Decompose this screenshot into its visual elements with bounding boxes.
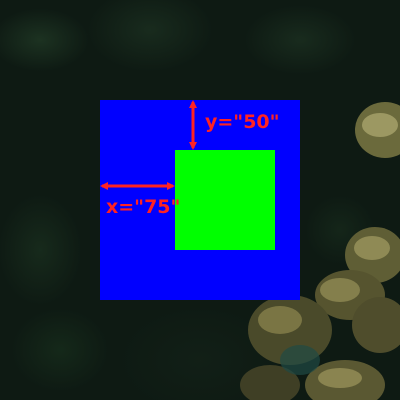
positioned-box [175,150,275,250]
container-box [100,100,300,300]
y-offset-label: y="50" [205,111,280,133]
x-offset-label: x="75" [106,196,181,218]
